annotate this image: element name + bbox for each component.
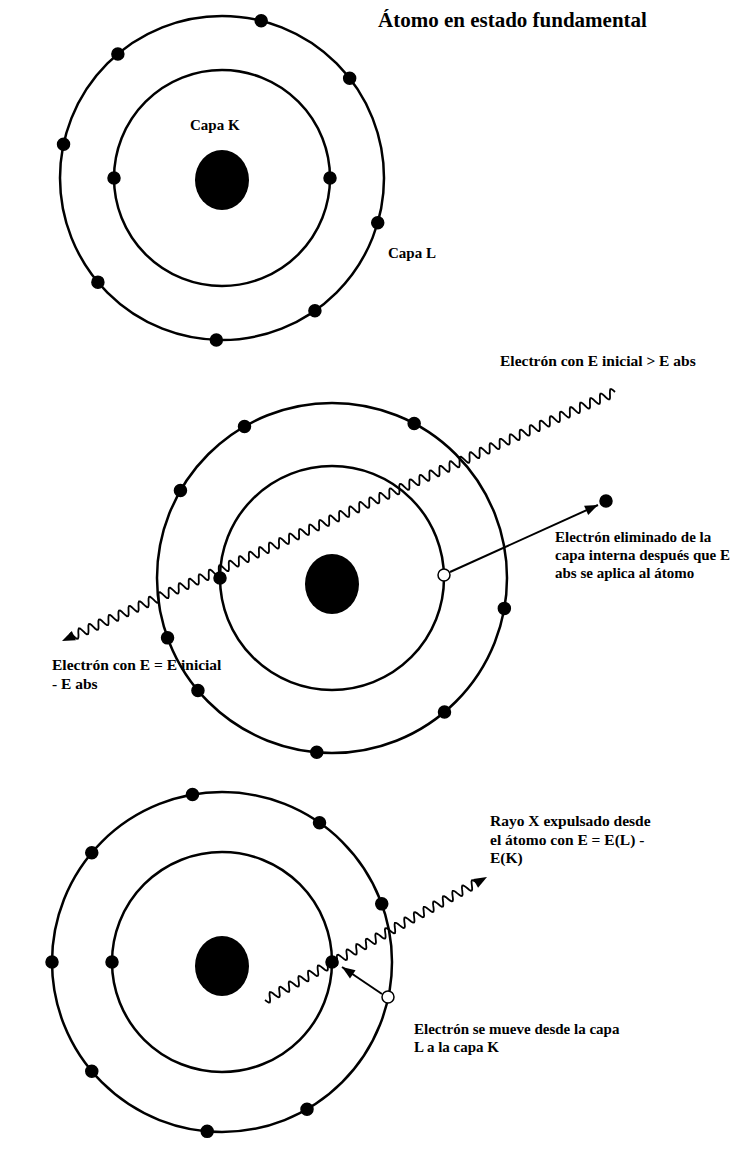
- wave-path: [265, 880, 479, 1003]
- shell-l: [60, 16, 384, 340]
- arrow-head: [342, 967, 356, 978]
- electron: [46, 956, 58, 968]
- electron: [309, 305, 321, 317]
- electron-vacancy: [382, 991, 394, 1003]
- electron: [376, 898, 388, 910]
- electron: [58, 138, 70, 150]
- electron: [311, 746, 323, 758]
- electron: [174, 485, 186, 497]
- electron: [162, 632, 174, 644]
- electron: [106, 956, 118, 968]
- electron: [408, 417, 420, 429]
- electron: [498, 602, 510, 614]
- nucleus: [195, 150, 249, 210]
- electron: [344, 72, 356, 84]
- transition-label: Electrón se mueve desde la capa L a la c…: [414, 1020, 629, 1056]
- electron: [86, 847, 98, 859]
- nucleus: [305, 554, 359, 614]
- electron: [86, 1065, 98, 1077]
- arrow-head: [584, 505, 598, 515]
- electron: [314, 817, 326, 829]
- shell-k: [112, 852, 332, 1072]
- electron: [92, 276, 104, 288]
- wave-path: [70, 389, 615, 639]
- electron: [201, 1125, 213, 1137]
- electron: [108, 172, 120, 184]
- motion-arrow: [342, 967, 382, 994]
- ejected-electron-label: Electrón eliminado de la capa interna de…: [555, 528, 733, 582]
- shell-label: Capa K: [190, 116, 240, 134]
- electron: [600, 495, 612, 507]
- scattered-electron-label: Electrón con E = E inicial - E abs: [52, 656, 227, 693]
- electron: [255, 15, 267, 27]
- incident-electron-label: Electrón con E inicial > E abs: [500, 352, 696, 371]
- shell-label: Capa L: [388, 244, 436, 262]
- electron: [372, 217, 384, 229]
- shell-k: [114, 70, 330, 286]
- electron-vacancy: [438, 569, 450, 581]
- electron: [210, 334, 222, 346]
- shell-k: [220, 466, 444, 690]
- nucleus: [195, 936, 249, 996]
- xray-label: Rayo X expulsado desde el átomo con E = …: [490, 812, 665, 868]
- shell-l: [52, 792, 392, 1132]
- wave-arrow-head: [473, 877, 487, 888]
- electron: [301, 1103, 313, 1115]
- electron: [239, 420, 251, 432]
- electron: [214, 572, 226, 584]
- electron: [186, 789, 198, 801]
- title-label: Átomo en estado fundamental: [378, 8, 647, 33]
- electron: [438, 706, 450, 718]
- electron: [324, 172, 336, 184]
- wave-arrow-head: [62, 631, 76, 641]
- electron: [112, 48, 124, 60]
- electron: [192, 684, 204, 696]
